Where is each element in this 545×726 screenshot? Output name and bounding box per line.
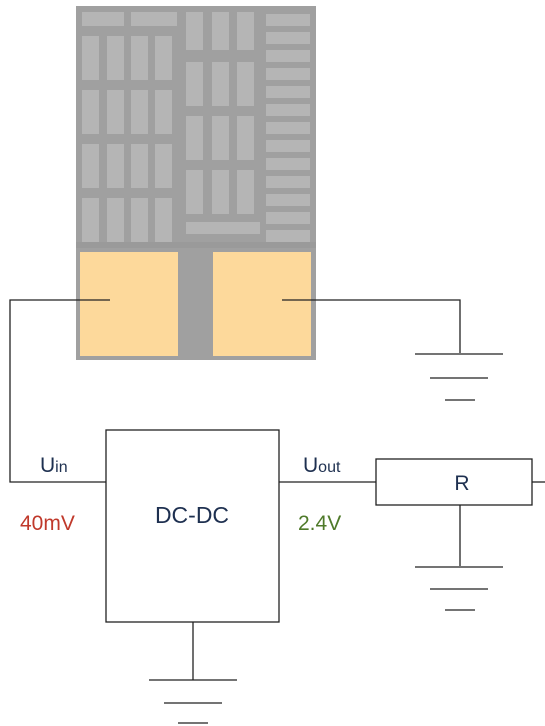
- module-cell: [266, 122, 310, 134]
- module-cell: [266, 68, 310, 80]
- module-cell: [266, 50, 310, 62]
- module-cell: [107, 36, 124, 80]
- module-cell: [237, 12, 254, 50]
- resistor-box: [375, 458, 533, 506]
- module-cell: [186, 116, 203, 160]
- module-cell: [155, 144, 172, 188]
- module-cell: [82, 144, 99, 188]
- module-cell: [266, 230, 310, 242]
- module-cell: [82, 12, 124, 26]
- module-cell: [131, 36, 148, 80]
- module-cell: [155, 36, 172, 80]
- thermoelectric-module: [76, 6, 316, 360]
- right-pad-wire: [282, 299, 461, 353]
- ground-symbol-right: [415, 353, 503, 401]
- pad-right: [213, 252, 311, 356]
- module-cell: [186, 222, 260, 234]
- module-cell: [266, 194, 310, 206]
- module-cell: [266, 212, 310, 224]
- module-cell: [82, 198, 99, 242]
- dc-dc-label: DC-DC: [155, 502, 229, 528]
- module-cell: [186, 170, 203, 214]
- output-voltage-value: 2.4V: [298, 512, 341, 535]
- output-voltage-symbol: Uout: [303, 454, 341, 477]
- module-cell: [186, 62, 203, 106]
- module-cell: [266, 140, 310, 152]
- ground-symbol-load: [415, 566, 503, 611]
- module-cell: [131, 144, 148, 188]
- module-cell: [212, 12, 229, 50]
- module-cell: [107, 198, 124, 242]
- dc-dc-converter-box: [105, 429, 280, 623]
- resistor-label: R: [454, 472, 469, 495]
- input-wire: [9, 299, 110, 483]
- module-cell: [131, 90, 148, 134]
- module-cell: [212, 62, 229, 106]
- module-cell: [82, 36, 99, 80]
- input-voltage-value: 40mV: [20, 512, 75, 535]
- module-cell: [131, 198, 148, 242]
- module-cell: [131, 12, 177, 26]
- module-cell: [266, 14, 310, 26]
- pad-left: [80, 252, 178, 356]
- module-cell: [266, 104, 310, 116]
- module-cell: [266, 86, 310, 98]
- module-cell: [186, 12, 203, 50]
- module-cell: [266, 176, 310, 188]
- module-cell: [155, 198, 172, 242]
- module-cell: [82, 90, 99, 134]
- module-cell-grid: [82, 12, 310, 242]
- module-cell: [237, 62, 254, 106]
- input-voltage-symbol: Uin: [40, 454, 68, 477]
- module-cell: [266, 32, 310, 44]
- module-cell: [266, 158, 310, 170]
- module-cell: [155, 90, 172, 134]
- wires: [9, 299, 545, 680]
- module-cell: [107, 144, 124, 188]
- module-cell: [212, 116, 229, 160]
- module-cell: [237, 116, 254, 160]
- module-cell: [107, 90, 124, 134]
- module-cell: [237, 170, 254, 214]
- module-bottom-strip: [76, 242, 316, 248]
- ground-symbol-converter: [149, 679, 237, 724]
- module-cell: [212, 170, 229, 214]
